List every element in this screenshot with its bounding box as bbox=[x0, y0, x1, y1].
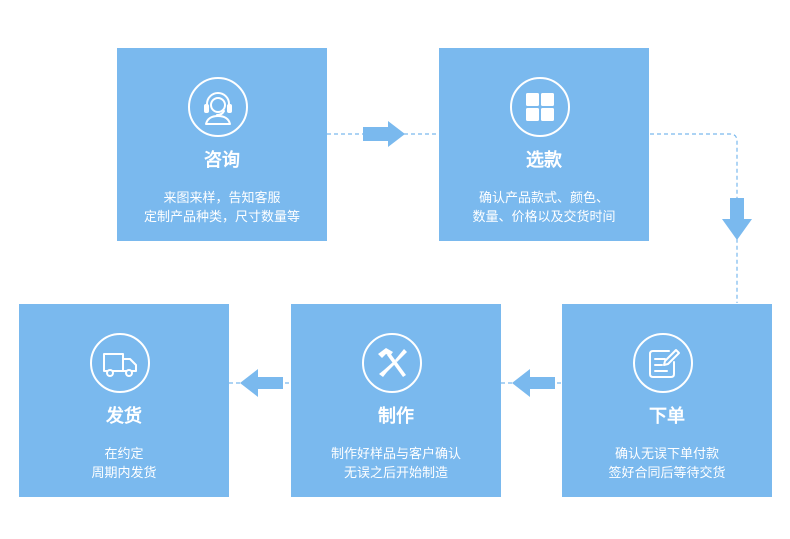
step-desc-line: 在约定 bbox=[104, 447, 144, 462]
step-description: 在约定 周期内发货 bbox=[23, 445, 225, 483]
step-description: 来图来样，告知客服 定制产品种类，尺寸数量等 bbox=[121, 189, 323, 227]
step-desc-line: 周期内发货 bbox=[91, 466, 157, 481]
icon-ring bbox=[188, 77, 248, 137]
icon-ring bbox=[90, 333, 150, 393]
step-desc-line: 数量、价格以及交货时间 bbox=[472, 210, 616, 225]
step-desc-line: 确认无误下单付款 bbox=[614, 447, 719, 462]
step-order: 下单 确认无误下单付款 签好合同后等待交货 bbox=[562, 304, 772, 497]
icon-ring bbox=[633, 333, 693, 393]
step-title: 选款 bbox=[526, 150, 562, 171]
step-desc-line: 确认产品款式、颜色、 bbox=[478, 191, 609, 206]
step-title: 咨询 bbox=[204, 150, 240, 171]
tools-icon bbox=[378, 348, 407, 377]
step-description: 制作好样品与客户确认 无误之后开始制造 bbox=[295, 445, 497, 483]
step-desc-line: 签好合同后等待交货 bbox=[608, 466, 726, 481]
step-make: 制作 制作好样品与客户确认 无误之后开始制造 bbox=[291, 304, 501, 497]
truck-icon bbox=[103, 353, 137, 377]
step-desc-line: 制作好样品与客户确认 bbox=[330, 447, 461, 462]
step-description: 确认无误下单付款 签好合同后等待交货 bbox=[566, 445, 768, 483]
icon-ring bbox=[510, 77, 570, 137]
step-desc-line: 定制产品种类，尺寸数量等 bbox=[143, 210, 300, 225]
connector-line-2 bbox=[650, 133, 738, 303]
step-desc-line: 无误之后开始制造 bbox=[343, 466, 448, 481]
order-form-icon bbox=[649, 349, 680, 378]
step-select: 选款 确认产品款式、颜色、 数量、价格以及交货时间 bbox=[439, 48, 649, 241]
step-title: 制作 bbox=[378, 406, 414, 427]
step-title: 下单 bbox=[649, 406, 685, 427]
arrow-left-icon bbox=[512, 369, 555, 397]
arrow-left-icon bbox=[240, 369, 283, 397]
step-title: 发货 bbox=[106, 406, 142, 427]
step-ship: 发货 在约定 周期内发货 bbox=[19, 304, 229, 497]
customer-service-icon bbox=[204, 92, 232, 125]
step-description: 确认产品款式、颜色、 数量、价格以及交货时间 bbox=[443, 189, 645, 227]
arrow-right-icon bbox=[363, 121, 405, 147]
icon-ring bbox=[362, 333, 422, 393]
step-desc-line: 来图来样，告知客服 bbox=[163, 191, 281, 206]
arrow-down-icon bbox=[722, 198, 752, 240]
step-consult: 咨询 来图来样，告知客服 定制产品种类，尺寸数量等 bbox=[117, 48, 327, 241]
grid-icon bbox=[526, 93, 554, 121]
